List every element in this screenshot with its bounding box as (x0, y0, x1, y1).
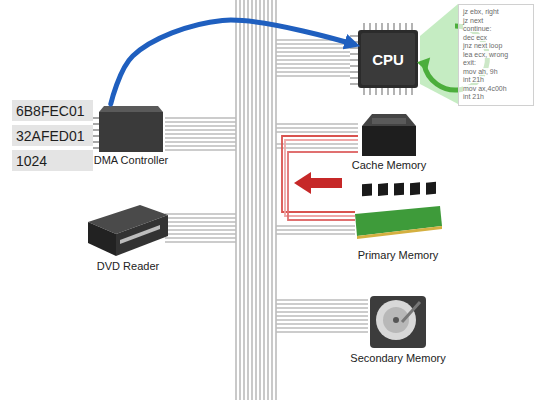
cpu-chip (350, 23, 418, 95)
code-line: jz next (463, 17, 529, 26)
node-label: Secondary Memory (348, 352, 449, 365)
code-panel: jz ebx, rightjz nextcontinue:dec ecxjnz … (458, 4, 534, 106)
code-line: jz ebx, right (463, 8, 529, 17)
register-box: 32AFED01 (12, 125, 93, 146)
code-line: continue: (463, 25, 529, 34)
code-line: mov ah, 9h (463, 68, 529, 77)
code-line: lea ecx, wrong (463, 51, 529, 60)
code-line: int 21h (463, 93, 529, 102)
register-value: 32AFED01 (16, 128, 84, 144)
node-label: Cache Memory (349, 159, 430, 172)
register-value: 1024 (16, 153, 47, 169)
active-traces (282, 136, 358, 220)
primary-memory: Primary Memory (354, 204, 442, 262)
code-line: jnz next loop (463, 42, 529, 51)
cache-memory: Cache Memory (349, 112, 430, 172)
cycle-arrowhead (417, 58, 434, 74)
dvd-reader: DVD Reader (88, 203, 168, 273)
register-box: 1024 (12, 150, 93, 171)
code-line: exit: (463, 59, 529, 68)
dma-arrow (111, 20, 354, 104)
hard-disk (370, 296, 426, 348)
register-box: 6B8FEC01 (12, 100, 93, 121)
red-arrow-body (309, 178, 342, 188)
ram-stick (355, 182, 442, 239)
cpu-chip-box: CPU (358, 30, 418, 88)
red-arrow (294, 172, 311, 194)
node-label: CPU (372, 51, 404, 68)
code-line: int 21h (463, 76, 529, 85)
node-label: DMA Controller (91, 154, 172, 167)
dma-chip (93, 106, 163, 152)
dma-controller: DMA Controller (91, 104, 172, 167)
node-label: DVD Reader (88, 260, 168, 273)
code-line: mov ax,4c00h (463, 85, 529, 94)
node-label: Primary Memory (354, 249, 442, 262)
bus-traces (165, 0, 368, 400)
dvd-drive (88, 205, 168, 256)
register-value: 6B8FEC01 (16, 103, 84, 119)
secondary-memory: Secondary Memory (348, 292, 449, 365)
cache-chip (362, 114, 416, 156)
code-line: dec ecx (463, 34, 529, 43)
